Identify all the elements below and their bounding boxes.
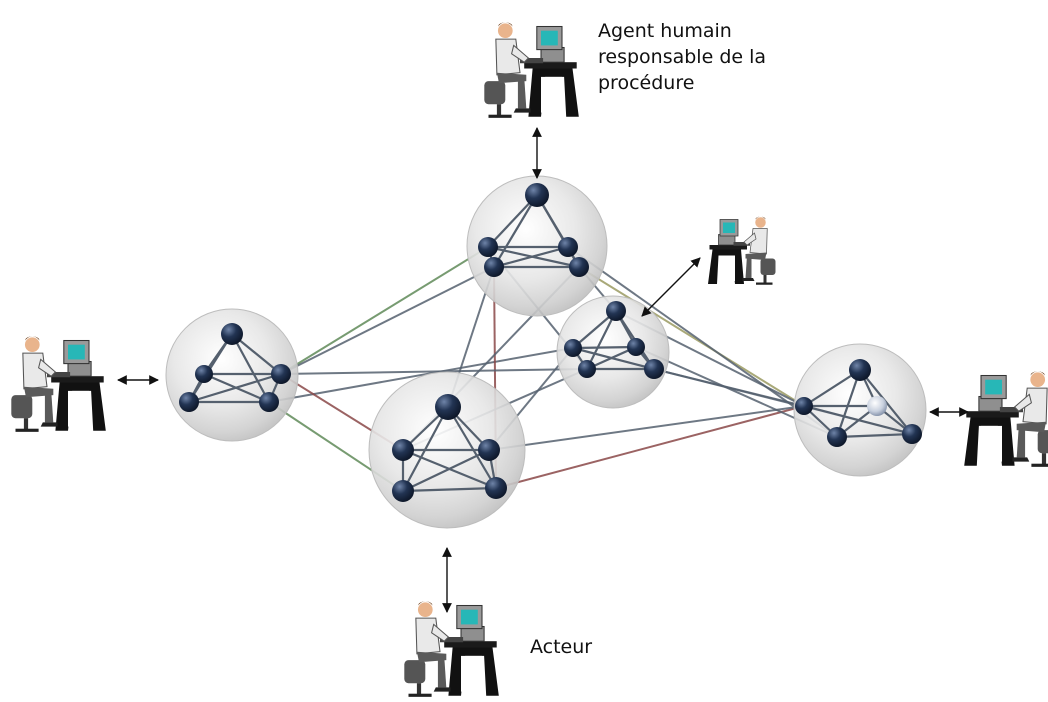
agent-node [795,397,813,415]
responsible-agent-label: Agent humain responsable de la procédure [598,18,766,96]
agent-node [485,477,507,499]
agent-node [564,339,582,357]
agent-node [478,237,498,257]
intra-group-link [803,369,861,407]
inter-group-link [280,368,588,375]
agent-group-center [368,371,526,529]
intra-group-link [572,345,637,350]
agent-node [827,427,847,447]
agent-group-right [793,343,927,477]
agent-node [259,392,279,412]
intra-group-link [586,310,617,370]
agent-group-top [466,175,608,317]
intra-group-link [835,369,862,438]
person-at-computer-icon [403,600,500,698]
person-at-computer-icon [707,216,776,286]
agent-node [627,338,645,356]
agent-node [569,257,589,277]
person-at-computer-icon [483,21,580,119]
intra-group-link [493,194,538,268]
agent-node [195,365,213,383]
intra-group-link [188,372,282,404]
agent-node [435,394,461,420]
bidirectional-arrow-icon [641,257,701,317]
inter-group-link [268,347,574,403]
person-at-computer-icon [10,335,107,433]
agent-node [867,396,887,416]
agent-group-left [165,308,299,442]
interaction-arrows [117,127,969,613]
agent-node [525,183,549,207]
intra-group-link [572,346,655,371]
agent-groups [165,175,927,529]
agent-group-sphere [556,295,670,409]
inter-group-link [280,266,495,375]
agent-node [478,439,500,461]
agent-group-mid [556,295,670,409]
inter-group-link [567,246,838,438]
responsible-agent-label-line-3: procédure [598,72,695,94]
intra-group-link [447,406,497,489]
inter-group-link [578,266,805,407]
intra-group-link [402,449,490,492]
intra-group-link [402,486,497,493]
agent-node [179,392,199,412]
agent-node [644,359,664,379]
agent-group-sphere [793,343,927,477]
responsible-agent-label-line-1: Agent humain [598,20,732,42]
agent-node [902,424,922,444]
intra-group-link [493,245,569,269]
agent-node [558,237,578,257]
inter-group-link [280,246,489,375]
agent-node [221,323,243,345]
intra-group-link [231,333,270,403]
agent-node [484,257,504,277]
agent-node [392,480,414,502]
responsible-agent-label-line-2: responsable de la [598,46,767,68]
person-at-computer-icon [963,370,1048,468]
agent-node [392,439,414,461]
intra-group-link [836,432,913,439]
inter-group-link [495,405,805,489]
actor-label: Acteur [530,636,593,658]
agent-node [271,364,291,384]
agent-node [578,360,596,378]
inter-group-link [488,405,805,451]
agent-node [606,301,626,321]
agent-node [849,359,871,381]
